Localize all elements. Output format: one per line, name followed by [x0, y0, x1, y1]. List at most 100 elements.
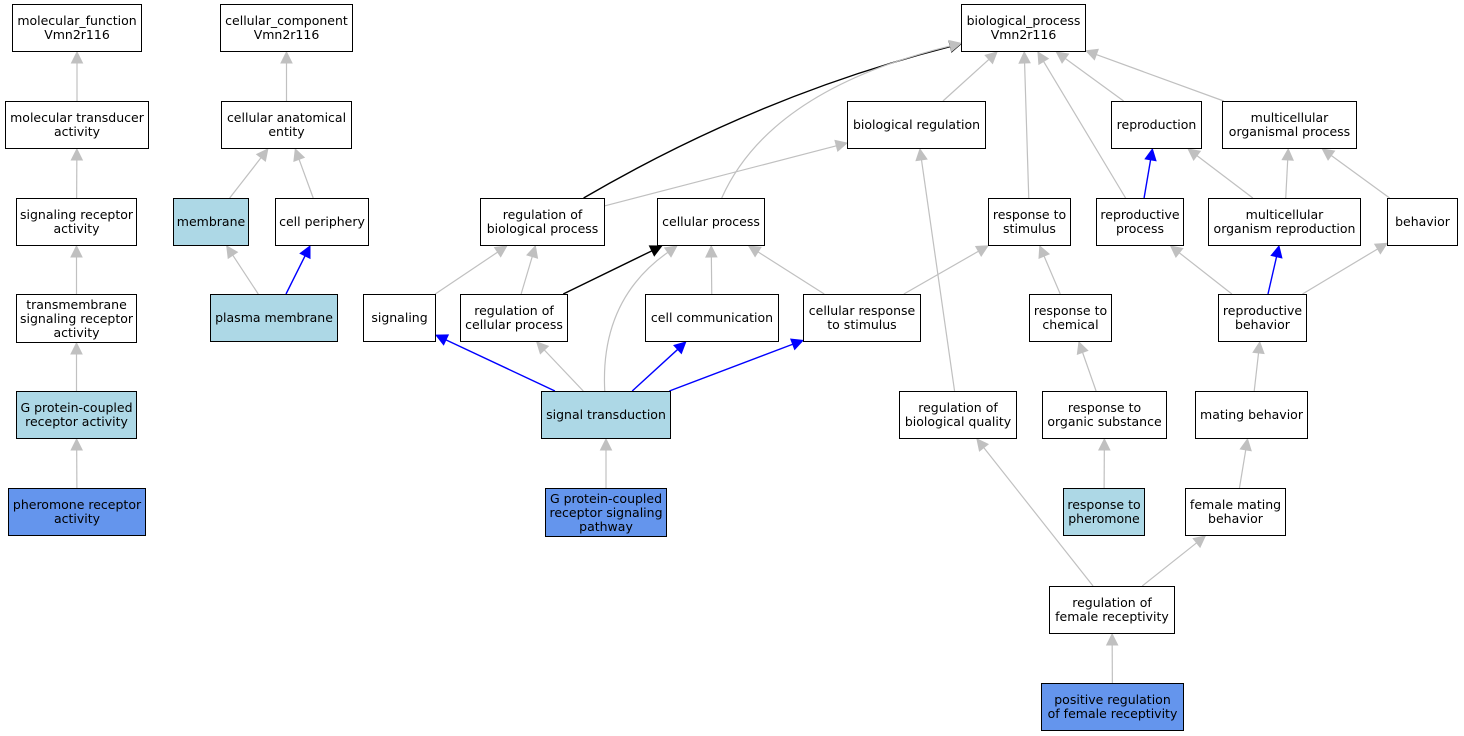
go-term-cell-periphery: cell periphery [275, 198, 369, 246]
arrowhead [1321, 148, 1336, 161]
arrowhead [70, 244, 83, 258]
go-term-gpcr-activity: G protein-coupled receptor activity [16, 391, 137, 439]
go-term-multicell-repro: multicellular organism reproduction [1208, 198, 1361, 246]
edge-repro-proc-to-bp-root [1043, 61, 1127, 199]
go-term-mating-behavior: mating behavior [1195, 391, 1308, 439]
edge-multicell-proc-to-bp-root [1096, 53, 1224, 102]
arrowhead [1373, 242, 1388, 255]
arrowhead [434, 334, 450, 346]
edge-repro-behavior-to-repro-proc [1178, 252, 1233, 295]
edge-multicell-repro-to-multicell-proc [1285, 159, 1289, 199]
arrowhead [1038, 244, 1051, 260]
edge-reg-cell-proc-to-cellular-proc [562, 250, 653, 295]
go-term-reg-bio-proc: regulation of biological process [480, 198, 605, 246]
go-term-female-mating: female mating behavior [1185, 488, 1286, 536]
go-term-cellular-proc: cellular process [657, 198, 765, 246]
edge-repro-proc-to-reproduction [1143, 159, 1152, 199]
go-term-cell-comm: cell communication [645, 294, 779, 342]
edge-repro-behavior-to-behavior [1302, 248, 1378, 295]
arrowhead [1144, 147, 1157, 162]
edge-bio-regulation-to-bp-root [942, 58, 990, 102]
arrowhead [1105, 632, 1119, 646]
arrowhead [747, 245, 762, 258]
go-term-mf-root: molecular_function Vmn2r116 [12, 4, 142, 52]
edge-membrane-to-cell-anat-entity [229, 157, 262, 199]
arrowhead [1037, 51, 1050, 66]
go-term-plasma-membrane: plasma membrane [210, 294, 338, 342]
arrowhead [1055, 51, 1070, 64]
edge-cell-resp-stim-to-resp-stimulus [903, 250, 979, 295]
go-term-gpcr-pathway: G protein-coupled receptor signaling pat… [545, 488, 667, 537]
arrowhead [673, 341, 687, 355]
go-term-reg-female-recept: regulation of female receptivity [1049, 586, 1175, 634]
edge-signaling-to-reg-bio-proc [434, 251, 498, 295]
go-term-resp-stimulus: response to stimulus [988, 198, 1071, 246]
arrowhead [255, 148, 269, 162]
edge-reg-bio-quality-to-bio-regulation [920, 159, 956, 392]
edge-cell-resp-stim-to-cellular-proc [757, 251, 825, 295]
arrowhead [70, 147, 84, 161]
go-term-membrane: membrane [173, 198, 249, 246]
arrowhead [974, 245, 989, 257]
arrowhead [535, 341, 550, 355]
edge-resp-organic-to-resp-chemical [1081, 352, 1097, 392]
arrowhead [663, 245, 678, 258]
edge-multicell-repro-to-reproduction [1196, 155, 1254, 199]
go-term-bp-root: biological_process Vmn2r116 [961, 4, 1086, 52]
arrowhead [1281, 147, 1294, 161]
arrowhead [1270, 244, 1283, 259]
go-term-signal-trans: signal transduction [541, 391, 671, 439]
edge-repro-behavior-to-multicell-repro [1267, 256, 1278, 295]
go-term-bio-regulation: biological regulation [847, 101, 986, 149]
go-term-reproduction: reproduction [1111, 101, 1202, 149]
arrowhead [599, 437, 613, 451]
go-term-multicell-proc: multicellular organismal process [1222, 101, 1357, 149]
edge-signal-trans-to-cell-comm [631, 348, 679, 392]
arrowhead [705, 244, 718, 258]
go-term-repro-behavior: reproductive behavior [1218, 294, 1307, 342]
go-term-cc-root: cellular_component Vmn2r116 [220, 4, 353, 52]
arrowhead [526, 244, 539, 259]
arrowhead [1084, 48, 1099, 61]
arrowhead [226, 245, 239, 260]
edge-reg-female-recept-to-female-mating [1141, 542, 1198, 587]
arrowhead [1076, 340, 1089, 355]
arrowhead [984, 51, 998, 65]
arrowhead [1018, 50, 1031, 64]
go-term-pos-reg-female-recept: positive regulation of female receptivit… [1041, 683, 1184, 731]
arrowhead [1098, 437, 1111, 451]
arrowhead [976, 438, 990, 452]
arrowhead [1239, 437, 1252, 452]
edge-signal-trans-to-signaling [445, 339, 556, 392]
arrowhead [915, 147, 928, 162]
edge-female-mating-to-mating-behavior [1238, 449, 1247, 489]
arrowhead [790, 338, 805, 351]
edge-reg-female-recept-to-reg-bio-quality [983, 447, 1094, 587]
go-term-repro-proc: reproductive process [1096, 198, 1184, 246]
arrowhead [1192, 535, 1207, 549]
go-term-behavior: behavior [1387, 198, 1458, 246]
go-term-tm-sig-receptor: transmembrane signaling receptor activit… [16, 294, 137, 343]
go-term-resp-pheromone: response to pheromone [1063, 488, 1145, 536]
go-term-resp-chemical: response to chemical [1029, 294, 1112, 342]
go-term-reg-cell-proc: regulation of cellular process [460, 294, 568, 342]
edge-signal-trans-to-reg-cell-proc [543, 349, 584, 392]
go-term-pheromone-receptor: pheromone receptor activity [8, 488, 146, 536]
go-term-sig-receptor: signaling receptor activity [16, 198, 137, 246]
arrowhead [70, 50, 84, 64]
arrowhead [70, 341, 83, 355]
go-term-signaling: signaling [363, 294, 436, 342]
arrowhead [299, 244, 311, 260]
go-term-cell-resp-stim: cellular response to stimulus [803, 294, 921, 342]
go-term-cell-anat-entity: cellular anatomical entity [221, 101, 352, 149]
arrowhead [493, 245, 508, 258]
edge-plasma-membrane-to-cell-periphery [285, 255, 306, 295]
arrowhead [280, 50, 293, 64]
arrowhead [70, 437, 83, 451]
edge-behavior-to-multicell-proc [1330, 154, 1390, 199]
arrowhead [948, 39, 963, 53]
edge-resp-stimulus-to-bp-root [1023, 62, 1030, 199]
edge-plasma-membrane-to-membrane [232, 254, 259, 295]
